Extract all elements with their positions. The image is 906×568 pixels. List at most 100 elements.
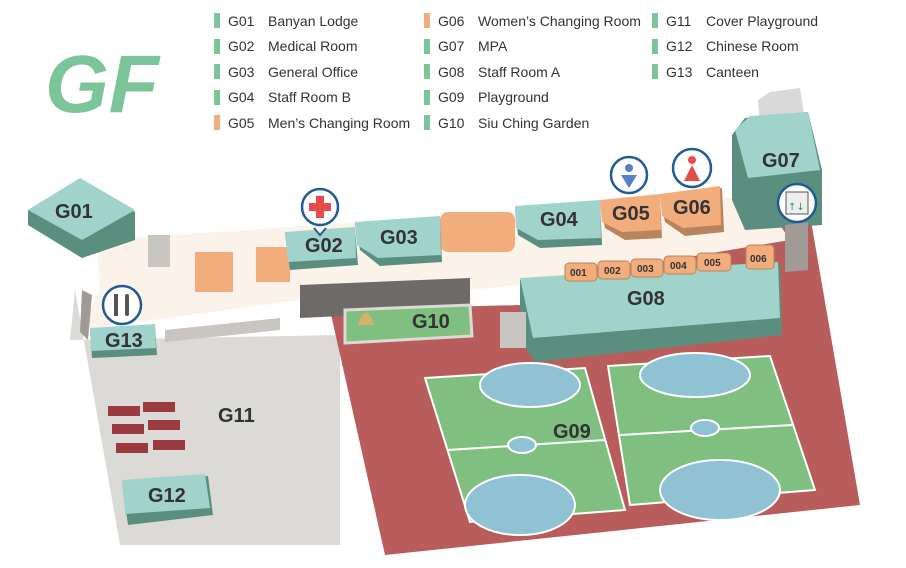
g03-label: G03 [380, 227, 418, 249]
g08-label: G08 [627, 288, 665, 310]
room-002[interactable] [597, 260, 631, 280]
legend-code: G04 [228, 89, 255, 106]
room-g02[interactable]: G02 [285, 227, 358, 270]
legend-item: G10 Siu Ching Garden [424, 110, 641, 136]
female-toilet-icon[interactable] [671, 147, 713, 189]
room-g03[interactable]: G03 [355, 216, 442, 266]
room-003-label: 003 [637, 264, 654, 275]
g01-label: G01 [55, 201, 93, 223]
legend-code: G02 [228, 38, 255, 55]
g11-label: G11 [218, 405, 255, 427]
legend-name: Playground [478, 89, 549, 106]
stairs [165, 318, 280, 342]
legend-swatch [214, 115, 220, 131]
room-001[interactable] [564, 262, 598, 282]
legend-item: G08 Staff Room A [424, 59, 641, 85]
legend-swatch [214, 13, 220, 29]
lift-icon[interactable]: ↑↓ [776, 182, 818, 224]
legend-item: G11 Cover Playground [652, 8, 818, 34]
room-006[interactable] [745, 244, 775, 270]
orange-block [256, 247, 290, 282]
room-003[interactable] [630, 258, 664, 278]
legend-code: G09 [438, 89, 465, 106]
legend-code: G07 [438, 38, 465, 55]
legend-swatch [424, 64, 430, 80]
g07-label: G07 [762, 150, 800, 172]
legend-swatch [424, 38, 430, 54]
legend-swatch [652, 64, 658, 80]
basketball-court-left [423, 362, 627, 536]
legend-name: General Office [268, 63, 359, 80]
legend-code: G11 [666, 12, 692, 29]
legend-item: G05 Men’s Changing Room [214, 110, 410, 136]
room-g13[interactable]: G13 [90, 324, 157, 358]
g12-label: G12 [148, 485, 186, 507]
male-toilet-icon[interactable] [609, 155, 649, 195]
room-g05[interactable]: G05 [600, 194, 662, 240]
legend-swatch [652, 38, 658, 54]
stairs [500, 312, 526, 348]
floor-title: GF [45, 39, 161, 130]
legend-swatch [214, 38, 220, 54]
room-002-label: 002 [604, 266, 621, 277]
room-001-label: 001 [570, 268, 587, 279]
orange-block [195, 252, 233, 292]
legend-swatch [424, 115, 430, 131]
legend-swatch [214, 89, 220, 105]
room-g10[interactable]: G10 [300, 278, 474, 345]
legend-swatch [652, 13, 658, 29]
legend-code: G05 [228, 114, 255, 131]
lift-shaft [785, 222, 808, 272]
medical-cross-icon[interactable] [300, 187, 340, 237]
g05-label: G05 [612, 203, 650, 225]
g13-label: G13 [105, 330, 143, 352]
legend-item: G02 Medical Room [214, 34, 410, 60]
small-rooms: 001 002 003 004 005 006 [564, 244, 775, 282]
legend-swatch [424, 89, 430, 105]
room-g04[interactable]: G04 [515, 200, 602, 248]
g04-label: G04 [540, 209, 579, 231]
legend-name: Men’s Changing Room [268, 114, 411, 131]
basketball-court-right [606, 352, 817, 521]
room-g06[interactable]: G06 [660, 186, 724, 236]
g02-label: G02 [305, 235, 343, 257]
legend-code: G10 [438, 114, 465, 131]
legend-name: Canteen [706, 63, 759, 80]
wall [80, 290, 92, 340]
room-004-label: 004 [670, 261, 687, 272]
room-005[interactable] [696, 252, 732, 272]
legend-name: Women’s Changing Room [478, 12, 641, 29]
legend-item: G06 Women’s Changing Room [424, 8, 641, 34]
g09-label: G09 [553, 421, 591, 443]
room-004[interactable] [663, 255, 697, 275]
legend-name: Medical Room [268, 38, 358, 55]
legend-item: G09 Playground [424, 85, 641, 111]
legend-item: G03 General Office [214, 59, 410, 85]
stairs [148, 235, 170, 267]
room-g01[interactable]: G01 [28, 178, 135, 258]
benches [108, 402, 185, 453]
tree-icon [358, 312, 374, 325]
orange-block [440, 212, 515, 252]
legend-name: Siu Ching Garden [478, 114, 590, 131]
legend-name: Banyan Lodge [268, 12, 359, 29]
legend-code: G06 [438, 12, 465, 29]
legend-item: G04 Staff Room B [214, 85, 410, 111]
legend-name: Staff Room B [268, 89, 352, 106]
g06-label: G06 [673, 197, 711, 219]
room-g12[interactable]: G12 [122, 474, 213, 525]
fork-knife-icon[interactable] [101, 284, 143, 326]
legend-swatch [424, 13, 430, 29]
legend-code: G08 [438, 63, 465, 80]
legend-name: Cover Playground [706, 12, 819, 29]
legend-name: Staff Room A [478, 63, 561, 80]
legend-code: G03 [228, 63, 255, 80]
g10-label: G10 [412, 311, 450, 333]
